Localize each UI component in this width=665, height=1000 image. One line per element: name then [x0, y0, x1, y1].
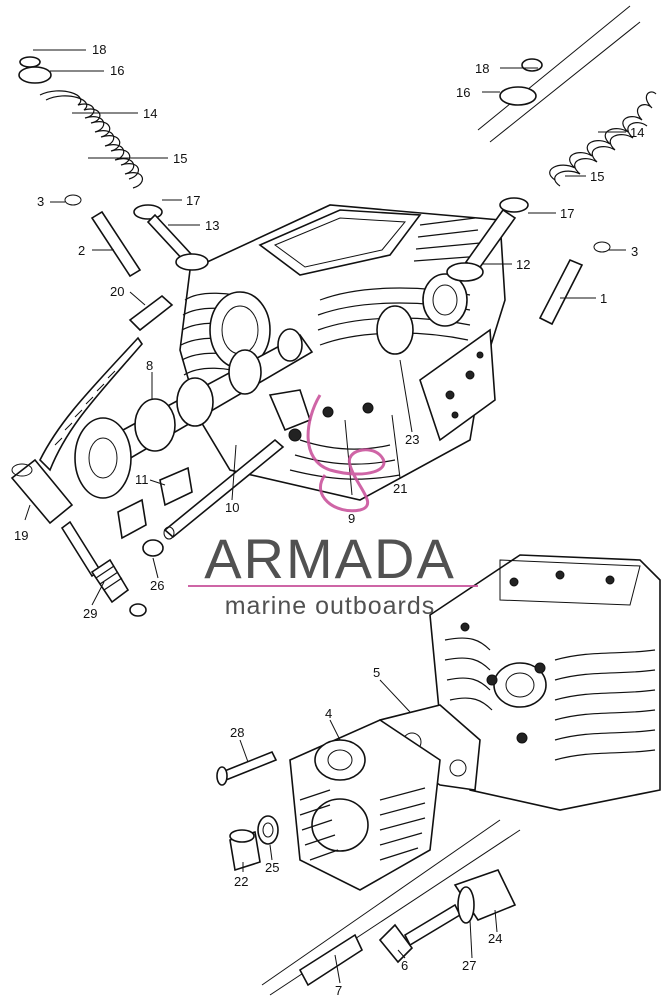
label-part-9: 9 — [348, 511, 355, 526]
drive-parts — [298, 869, 517, 987]
label-part-2: 2 — [78, 243, 85, 258]
side-cover-assembly — [289, 704, 481, 891]
label-part-3-right: 3 — [631, 244, 638, 259]
valve-assembly-right — [446, 58, 657, 326]
label-part-8: 8 — [146, 358, 153, 373]
valve-assembly-left — [18, 56, 209, 332]
label-part-6: 6 — [401, 958, 408, 973]
label-part-12: 12 — [516, 257, 530, 272]
label-part-22: 22 — [234, 874, 248, 889]
label-part-28: 28 — [230, 725, 244, 740]
label-part-1: 1 — [600, 291, 607, 306]
label-part-24: 24 — [488, 931, 502, 946]
label-part-13: 13 — [205, 218, 219, 233]
watermark-tagline: marine outboards — [225, 592, 436, 620]
label-part-16-left: 16 — [110, 63, 124, 78]
spark-plug — [60, 520, 147, 617]
label-part-18-left: 18 — [92, 42, 106, 57]
camshaft — [74, 328, 314, 499]
label-part-5: 5 — [373, 665, 380, 680]
label-part-3-left: 3 — [37, 194, 44, 209]
label-part-15-right: 15 — [590, 169, 604, 184]
label-part-26: 26 — [150, 578, 164, 593]
cylinder-head-assembly — [179, 204, 506, 501]
cam-chain — [10, 336, 144, 525]
label-part-11: 11 — [135, 472, 149, 487]
leader-lines — [24, 49, 626, 984]
fasteners — [216, 750, 279, 872]
label-part-14-right: 14 — [630, 125, 644, 140]
label-part-17-right: 17 — [560, 206, 574, 221]
label-part-21: 21 — [393, 481, 407, 496]
push-rod — [163, 438, 285, 540]
label-part-15-left: 15 — [173, 151, 187, 166]
part-labels: 18 16 14 15 3 17 13 2 20 8 11 19 10 26 2… — [14, 42, 644, 998]
label-part-23: 23 — [405, 432, 419, 447]
label-part-18-right: 18 — [475, 61, 489, 76]
label-part-4: 4 — [325, 706, 332, 721]
label-part-10: 10 — [225, 500, 239, 515]
upper-right-frame — [477, 5, 641, 143]
label-part-19: 19 — [14, 528, 28, 543]
label-part-7: 7 — [335, 983, 342, 998]
label-part-17-left: 17 — [186, 193, 200, 208]
label-part-25: 25 — [265, 860, 279, 875]
label-part-20: 20 — [110, 284, 124, 299]
bushings — [117, 466, 193, 557]
label-part-29: 29 — [83, 606, 97, 621]
label-part-16-right: 16 — [456, 85, 470, 100]
label-part-14-left: 14 — [143, 106, 157, 121]
armada-watermark: ARMADA marine outboards — [188, 394, 478, 620]
watermark-swirl-icon — [306, 394, 386, 513]
label-part-27: 27 — [462, 958, 476, 973]
watermark-brand: ARMADA — [204, 527, 456, 590]
cylinder-block-lower — [429, 554, 661, 811]
